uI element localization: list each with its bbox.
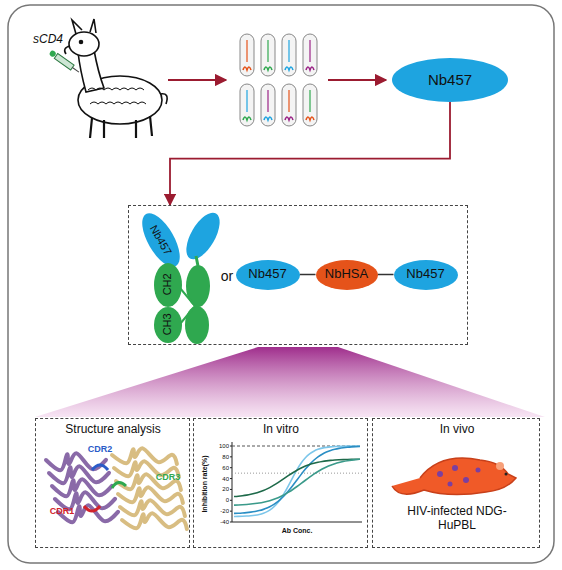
format-panel: orNb457CH2CH3Nb457NbHSANb457 xyxy=(128,205,468,345)
axis-title: Inhibition rate(%) xyxy=(201,455,209,512)
panel-note: HIV-infected NDG-HuPBL xyxy=(402,505,512,533)
ch2-domain: CH2 xyxy=(154,263,182,307)
result-panel: Structure analysis xyxy=(35,418,190,548)
tick-label: 60 xyxy=(222,464,229,471)
nanobody-ellipse: Nb457 xyxy=(392,58,508,102)
panel-heading: or xyxy=(221,268,233,284)
phage-library xyxy=(240,34,317,126)
tick-label: 20 xyxy=(222,486,229,493)
nanobody-arm: Nb457 xyxy=(134,207,187,272)
axis-title: Ab Conc. xyxy=(282,527,313,535)
alpaca-figure xyxy=(65,19,167,138)
node-label: Nb457 xyxy=(406,267,444,282)
panel-heading: In vitro xyxy=(263,423,299,437)
node-label: Nb457 xyxy=(147,222,174,256)
cdr-label: CDR2 xyxy=(88,445,113,455)
panel-heading: Structure analysis xyxy=(65,423,160,437)
linker-line xyxy=(300,274,316,276)
node-label: CH2 xyxy=(161,273,174,295)
protein-structure xyxy=(46,448,187,529)
outer-frame xyxy=(8,5,554,563)
linker-line xyxy=(378,274,394,276)
syringe xyxy=(49,50,81,75)
mouse-figure xyxy=(392,458,516,494)
tick-label: 40 xyxy=(222,475,229,482)
result-panel: In vivoHIV-infected NDG-HuPBL xyxy=(372,418,540,548)
node-label: NbHSA xyxy=(325,267,368,282)
tick-label: 100 xyxy=(219,443,229,450)
cdr-label: CDR1 xyxy=(50,507,75,517)
nanobody-ellipse: Nb457 xyxy=(236,260,300,290)
panel-heading: In vivo xyxy=(440,423,475,437)
cdr-label: CDR3 xyxy=(156,473,181,483)
antigen-label: sCD4 xyxy=(33,33,63,46)
flow-arrow xyxy=(168,79,226,81)
tick-label: -20 xyxy=(220,508,229,515)
node-label: Nb457 xyxy=(428,71,472,88)
flow-arrow xyxy=(170,102,450,205)
inhibition-chart xyxy=(230,442,362,522)
node-label: CH3 xyxy=(161,313,174,335)
tick-label: 0 xyxy=(226,497,229,504)
node-label: Nb457 xyxy=(248,267,286,282)
tick-label: 80 xyxy=(222,454,229,461)
ch3-domain: CH3 xyxy=(154,307,182,343)
result-panel: In vitro xyxy=(193,418,368,548)
hsa-nanobody-ellipse: NbHSA xyxy=(316,260,378,290)
flow-arrow xyxy=(328,79,386,81)
fan-band xyxy=(35,347,545,417)
nanobody-ellipse: Nb457 xyxy=(394,260,458,290)
tick-label: -40 xyxy=(220,519,229,526)
